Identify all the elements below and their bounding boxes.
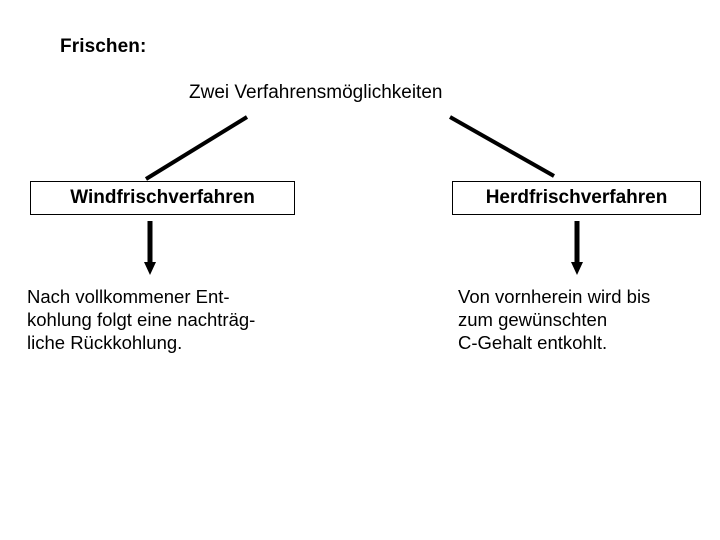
subtitle: Zwei Verfahrensmöglichkeiten xyxy=(189,82,443,103)
description-wind-line-2: kohlung folgt eine nachträg- xyxy=(27,309,256,330)
description-wind: Nach vollkommener Ent- kohlung folgt ein… xyxy=(27,285,255,354)
description-herd: Von vornherein wird bis zum gewünschten … xyxy=(458,285,650,354)
down-arrow-herd xyxy=(571,221,583,275)
description-herd-line-1: Von vornherein wird bis xyxy=(458,286,651,307)
process-box-wind[interactable]: Windfrischverfahren xyxy=(30,181,295,215)
down-arrow-wind xyxy=(144,221,156,275)
description-herd-line-2: zum gewünschten xyxy=(458,309,608,330)
description-herd-line-3: C-Gehalt entkohlt. xyxy=(458,332,608,353)
diagonal-line-to-wind-box xyxy=(144,115,249,181)
diagonal-line-to-herd-box xyxy=(449,115,555,178)
process-box-herd-label: Herdfrischverfahren xyxy=(485,187,668,208)
process-box-herd[interactable]: Herdfrischverfahren xyxy=(452,181,701,215)
page-title: Frischen: xyxy=(60,36,147,57)
process-box-wind-label: Windfrischverfahren xyxy=(70,187,255,208)
description-wind-line-1: Nach vollkommener Ent- xyxy=(27,286,230,307)
description-wind-line-3: liche Rückkohlung. xyxy=(27,332,183,353)
